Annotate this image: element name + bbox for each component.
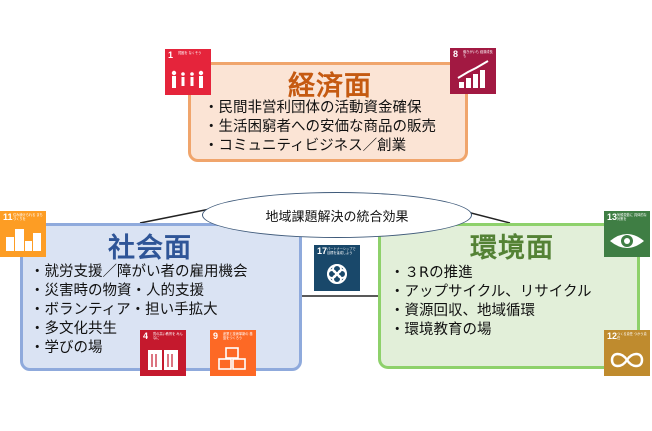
list-item: ・学びの場 <box>30 340 103 356</box>
infinity-icon <box>610 352 644 368</box>
environment-box <box>378 223 640 369</box>
sdg-8-badge: 8 働きがいも 経済成長も <box>450 48 496 94</box>
sdg-11-badge: 11 住み続けられる まちづくりを <box>0 211 46 257</box>
sdg-caption: 住み続けられる まちづくりを <box>13 213 43 221</box>
people-icon <box>171 70 204 88</box>
social-list: ・就労支援／障がい者の雇用機会 ・災害時の物資・人的支援 ・ボランティア・担い手… <box>30 263 248 358</box>
list-item: ・３Rの推進 <box>390 265 473 281</box>
list-item: ・就労支援／障がい者の雇用機会 <box>30 264 248 280</box>
sdg-number: 12 <box>607 331 618 341</box>
sdg-12-badge: 12 つくる責任 つかう責任 <box>604 330 650 376</box>
sdg-caption: 貧困を なくそう <box>178 51 202 55</box>
sdg-number: 8 <box>453 49 459 59</box>
sdg-caption: 気候変動に 具体的な対策を <box>617 213 647 221</box>
list-item: ・環境教育の場 <box>390 322 492 338</box>
eye-globe-icon <box>610 234 644 248</box>
list-item: ・アップサイクル、リサイクル <box>390 284 592 300</box>
list-item: ・多文化共生 <box>30 321 117 337</box>
list-item: ・災害時の物資・人的支援 <box>30 283 204 299</box>
partnership-ring-icon <box>327 264 347 284</box>
sdg-caption: 質の高い教育を みんなに <box>153 332 183 340</box>
sdg-caption: つくる責任 つかう責任 <box>617 332 647 340</box>
list-item: ・ボランティア・担い手拡大 <box>30 302 218 318</box>
sdg-number: 1 <box>168 50 174 60</box>
growth-chart-icon <box>457 60 489 88</box>
center-label: 地域課題解決の統合効果 <box>265 209 409 225</box>
sdg-9-badge: 9 産業と技術革新の 基盤をつくろう <box>210 330 256 376</box>
sdg-number: 4 <box>143 331 149 341</box>
sdg-1-badge: 1 貧困を なくそう <box>165 49 211 95</box>
sdg-4-badge: 4 質の高い教育を みんなに <box>140 330 186 376</box>
list-item: ・コミュニティビジネス／創業 <box>204 138 407 154</box>
sdg-number: 11 <box>3 212 13 222</box>
environment-title: 環境面 <box>470 233 554 264</box>
list-item: ・民間非営利団体の活動資金確保 <box>204 100 422 116</box>
sdg-caption: 産業と技術革新の 基盤をつくろう <box>223 332 253 340</box>
sdg-number: 9 <box>213 331 219 341</box>
sdg-caption: パートナーシップで 目標を達成しよう <box>327 247 356 255</box>
integrated-effect-ellipse: 地域課題解決の統合効果 <box>202 192 472 238</box>
social-title: 社会面 <box>108 233 192 264</box>
economic-title: 経済面 <box>288 71 372 102</box>
book-icon <box>148 350 178 370</box>
sdg-17-badge: 17 パートナーシップで 目標を達成しよう <box>314 245 360 291</box>
economic-list: ・民間非営利団体の活動資金確保 ・生活困窮者への安価な商品の販売 ・コミュニティ… <box>204 99 436 156</box>
economic-box <box>188 62 468 162</box>
sdg-caption: 働きがいも 経済成長も <box>463 50 493 58</box>
sdg-number: 17 <box>317 246 328 256</box>
sdg-13-badge: 13 気候変動に 具体的な対策を <box>604 211 650 257</box>
list-item: ・資源回収、地域循環 <box>390 303 535 319</box>
sdg-number: 13 <box>607 212 618 222</box>
list-item: ・生活困窮者への安価な商品の販売 <box>204 119 436 135</box>
cubes-icon <box>218 347 246 370</box>
environment-list: ・３Rの推進 ・アップサイクル、リサイクル ・資源回収、地域循環 ・環境教育の場 <box>390 264 592 340</box>
city-icon <box>6 229 41 251</box>
